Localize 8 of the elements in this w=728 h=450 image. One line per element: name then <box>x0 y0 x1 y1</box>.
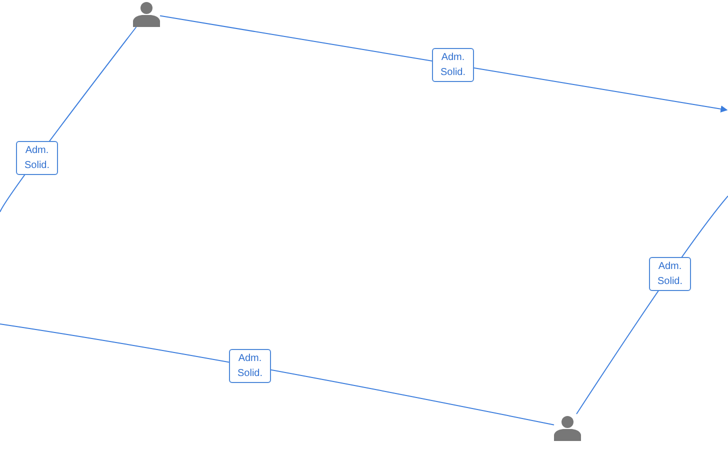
person-icon <box>133 0 160 27</box>
person-icon <box>554 414 581 441</box>
edge-label: Adm. Solid. <box>432 48 474 82</box>
edge-label: Adm. Solid. <box>229 349 271 383</box>
edge-label: Adm. Solid. <box>649 257 691 291</box>
connector-line <box>0 324 554 426</box>
edge-label: Adm. Solid. <box>16 141 58 175</box>
arrow <box>160 15 728 112</box>
